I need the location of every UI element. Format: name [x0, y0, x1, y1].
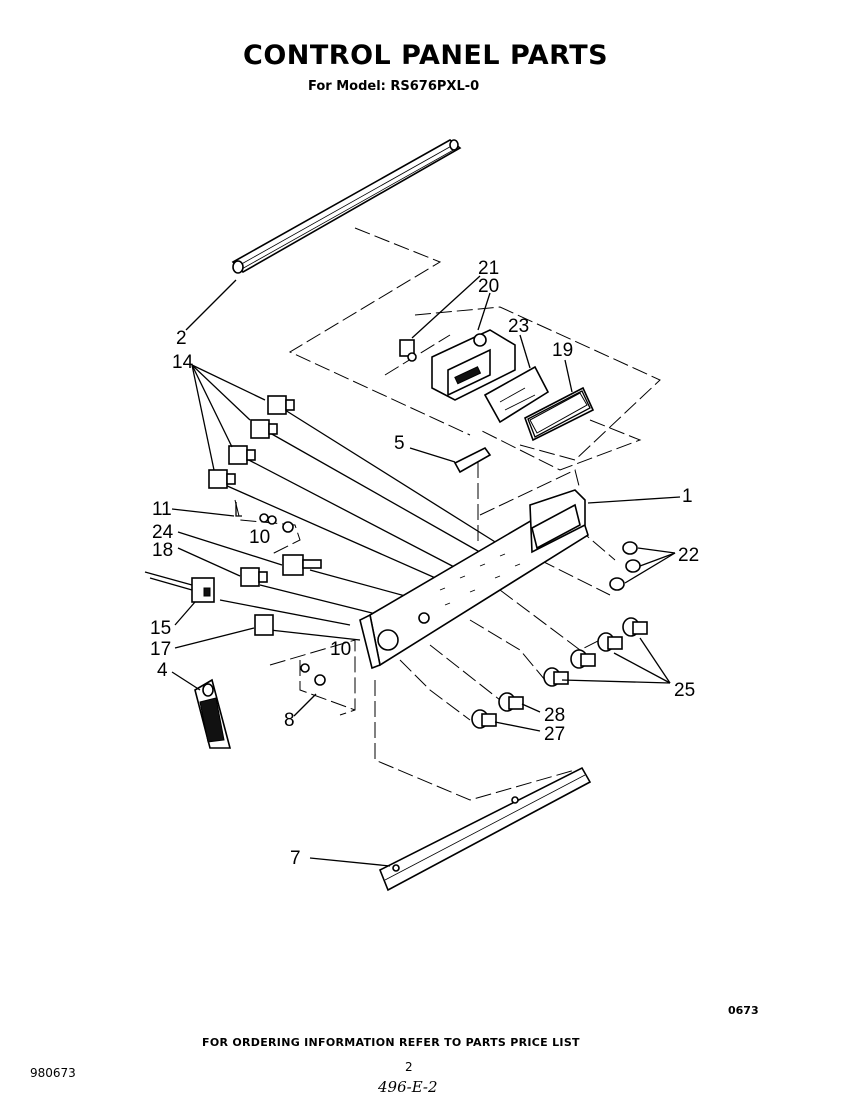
drawing-code-left: 980673	[30, 1066, 76, 1080]
callout-4: 4	[157, 660, 168, 681]
clock-assembly	[431, 329, 516, 401]
callout-25: 25	[674, 680, 695, 701]
switch-18	[240, 567, 268, 587]
knob-25-a	[622, 617, 648, 637]
callout-24: 24	[152, 522, 174, 543]
panel-bracket	[453, 446, 492, 474]
knob-25-d	[543, 667, 569, 687]
model-subtitle: For Model: RS676PXL-0	[308, 79, 480, 94]
switch-14-a	[267, 395, 295, 415]
hardware-8	[300, 663, 326, 686]
display-glass	[483, 365, 550, 424]
callout-labels: 2 14 21 20 23 19 5 1 11 10 24 18 22 15 1…	[150, 258, 699, 869]
nuts-22	[609, 541, 641, 591]
clock-bracket	[399, 339, 417, 362]
callout-21: 21	[478, 258, 499, 279]
callout-10-upper: 10	[249, 527, 270, 548]
callout-18: 18	[152, 540, 173, 561]
knob-28	[498, 692, 524, 712]
callout-1: 1	[682, 486, 693, 507]
knob-25-b	[597, 632, 623, 652]
drawing-code-right: 0673	[728, 1004, 759, 1017]
knob-27	[471, 709, 497, 729]
callout-8: 8	[284, 710, 295, 731]
callout-19: 19	[552, 340, 573, 361]
callout-7: 7	[290, 848, 301, 869]
assembly-lines	[234, 227, 661, 801]
control-panel	[359, 489, 589, 670]
bracket-4	[194, 678, 232, 749]
switch-14-c	[228, 445, 256, 465]
callout-leaders	[171, 275, 681, 867]
callout-23: 23	[508, 316, 529, 337]
thermostat-24	[282, 554, 322, 576]
callout-10-lower: 10	[330, 639, 351, 660]
switch-17	[254, 614, 274, 636]
handwritten-note: 496-E-2	[378, 1078, 438, 1096]
callout-2: 2	[176, 328, 187, 349]
callout-28: 28	[544, 705, 565, 726]
callout-27: 27	[544, 724, 565, 745]
callout-14: 14	[172, 352, 194, 373]
hardware-11	[235, 502, 294, 533]
knob-25-c	[570, 649, 596, 669]
trim-strip-bottom	[378, 766, 592, 892]
switch-14-b	[250, 419, 278, 439]
callout-15: 15	[150, 618, 171, 639]
trim-strip-top	[231, 139, 462, 274]
switch-14-d	[208, 469, 236, 489]
callout-5: 5	[394, 433, 405, 454]
page-title: CONTROL PANEL PARTS	[243, 40, 609, 71]
callout-20: 20	[478, 276, 499, 297]
light-switch-15	[144, 571, 215, 603]
ordering-info: FOR ORDERING INFORMATION REFER TO PARTS …	[202, 1036, 580, 1049]
callout-11: 11	[152, 499, 172, 520]
callout-22: 22	[678, 545, 699, 566]
part-connector-lines	[219, 409, 501, 641]
display-frame	[524, 386, 595, 442]
callout-17: 17	[150, 639, 171, 660]
page-number: 2	[405, 1060, 413, 1074]
